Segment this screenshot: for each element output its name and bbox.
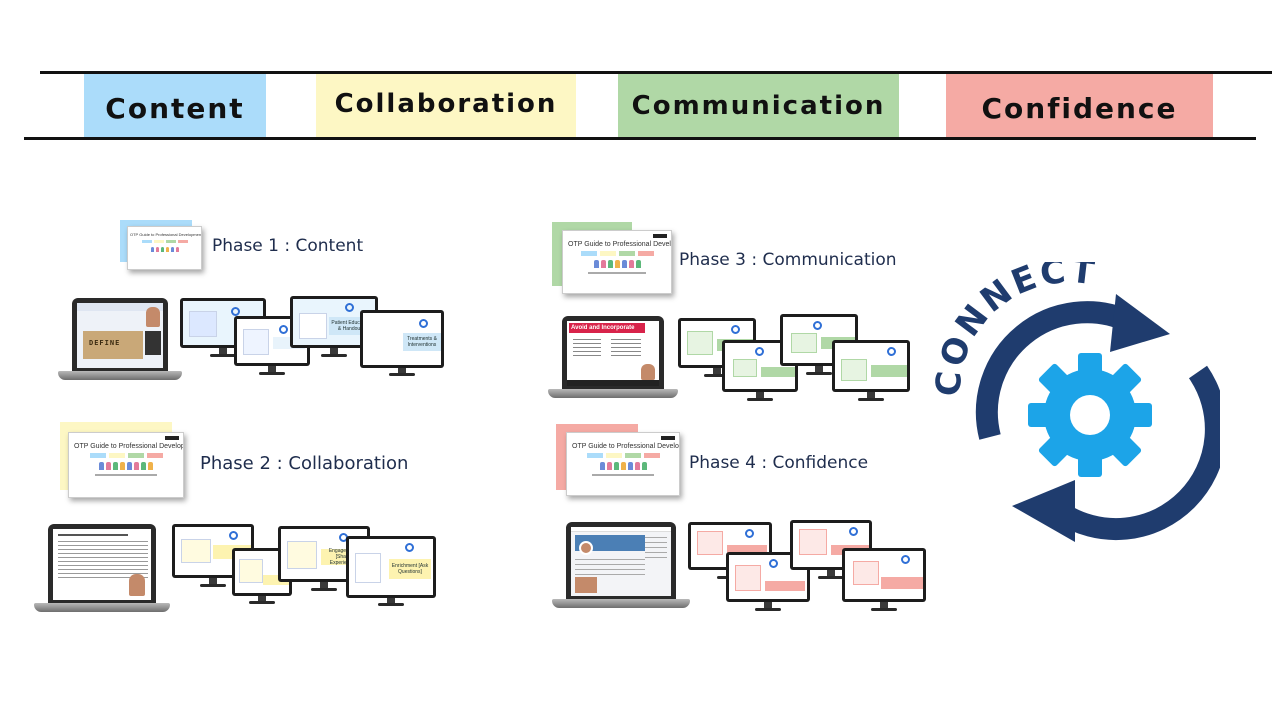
category-collaboration: Collaboration — [316, 74, 576, 137]
phase3-laptop: Avoid and Incorporate — [548, 316, 678, 398]
enrichment-label: Enrichment [Ask Questions] — [389, 559, 431, 579]
treatments-label: Treatments & Interventions — [403, 333, 441, 351]
phase3-monitor-4 — [832, 340, 910, 401]
phase2-label: Phase 2 : Collaboration — [200, 453, 409, 474]
phase1-label: Phase 1 : Content — [212, 236, 364, 256]
gear-icon — [1028, 353, 1152, 477]
category-content: Content — [84, 74, 266, 137]
upper-arrowhead-icon — [1110, 294, 1170, 352]
phase2-cover: OTP Guide to Professional Development — [60, 422, 184, 498]
phase3-cover: OTP Guide to Professional Development — [552, 222, 672, 294]
define-word: DEFINE — [89, 339, 121, 347]
phase1-cover: OTP Guide to Professional Development — [120, 220, 202, 270]
connect-cycle-graphic: CONNECT — [930, 262, 1220, 542]
phase3-label: Phase 3 : Communication — [679, 250, 897, 270]
phase1-monitor-4: Treatments & Interventions — [360, 310, 444, 376]
phase4-label: Phase 4 : Confidence — [689, 453, 869, 473]
phase4-laptop — [552, 522, 690, 608]
avoid-incorporate-title: Avoid and Incorporate — [569, 323, 645, 333]
header-top-rule — [40, 71, 1272, 74]
upper-arc-arrow — [975, 301, 1135, 440]
category-communication: Communication — [618, 74, 899, 137]
phase2-monitor-4: Enrichment [Ask Questions] — [346, 536, 436, 606]
lower-arrowhead-icon — [1012, 480, 1075, 542]
lower-arc-arrow — [1053, 365, 1220, 541]
phase1-laptop: DEFINE — [58, 298, 182, 380]
header-bottom-rule — [24, 137, 1256, 140]
category-confidence: Confidence — [946, 74, 1213, 137]
phase4-cover: OTP Guide to Professional Development — [556, 424, 680, 496]
phase2-laptop — [34, 524, 170, 612]
phase4-monitor-4 — [842, 548, 926, 611]
